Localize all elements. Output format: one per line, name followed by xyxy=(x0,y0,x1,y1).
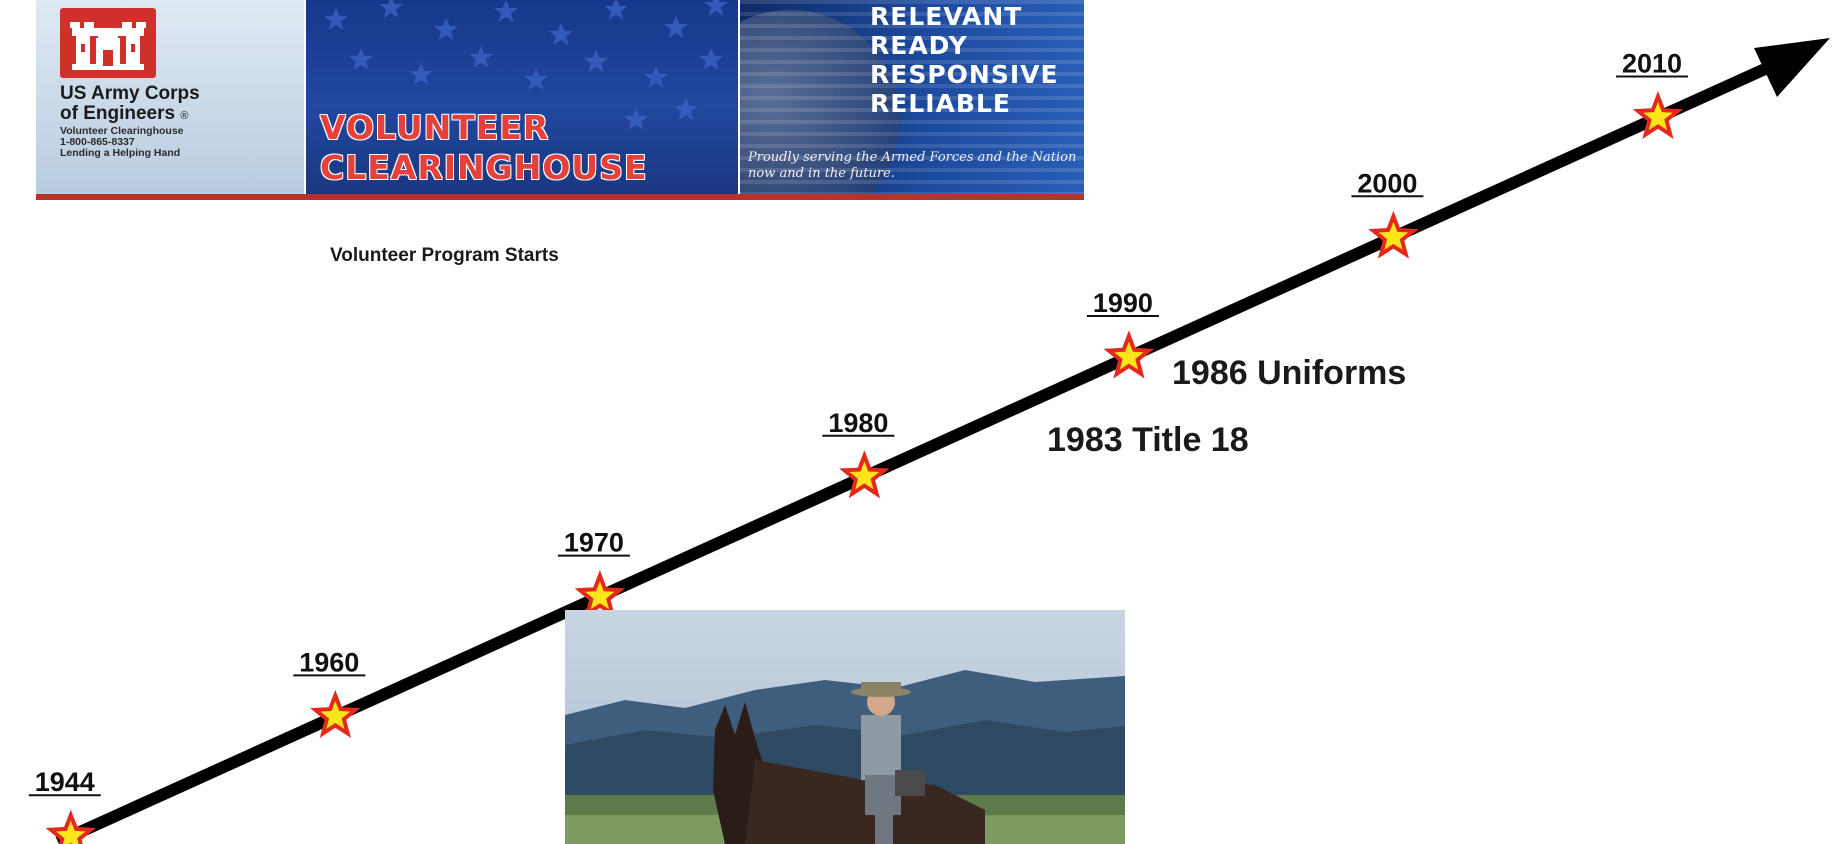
usace-logo-panel: US Army Corps of Engineers ® Volunteer C… xyxy=(36,0,304,194)
motto-reliable: RELIABLE xyxy=(870,89,1011,118)
note-program-start: Volunteer Program Starts xyxy=(330,245,559,266)
milestone-star-1960 xyxy=(310,689,361,738)
castle-icon xyxy=(60,8,156,78)
logo-tagline: Lending a Helping Hand xyxy=(60,147,181,159)
milestone-label-1960: 1960 xyxy=(299,647,359,677)
timeline-arrowhead xyxy=(1754,38,1830,97)
banner-title-line1: VOLUNTEER xyxy=(320,108,550,147)
motto-subtitle: Proudly serving the Armed Forces and the… xyxy=(748,150,1077,181)
motto-relevant: RELEVANT xyxy=(870,2,1023,31)
milestone-label-1970: 1970 xyxy=(564,528,624,558)
logo-phone: 1-800-865-8337 xyxy=(60,136,135,148)
note-uniforms: 1986 Uniforms xyxy=(1172,354,1407,392)
registered-mark: ® xyxy=(180,110,189,122)
globe-motto-panel: RELEVANT READY RESPONSIVE RELIABLE Proud… xyxy=(740,0,1084,194)
flag-stars-panel: VOLUNTEER CLEARINGHOUSE xyxy=(306,0,738,194)
milestone-star-1970 xyxy=(574,570,626,619)
ranger-on-mule-photo xyxy=(565,610,1125,844)
milestone-label-1980: 1980 xyxy=(828,408,888,438)
milestone-star-1944 xyxy=(45,809,97,844)
milestone-star-1990 xyxy=(1103,330,1155,379)
banner-underline xyxy=(36,194,1084,200)
milestone-star-2000 xyxy=(1368,210,1419,259)
note-title18: 1983 Title 18 xyxy=(1047,421,1249,459)
logo-org-line2: of Engineers ® xyxy=(60,103,189,124)
logo-text: US Army Corps of Engineers ® Volunteer C… xyxy=(60,84,200,159)
milestone-label-2000: 2000 xyxy=(1357,168,1417,198)
milestone-star-1980 xyxy=(839,450,890,499)
banner-title-line2: CLEARINGHOUSE xyxy=(320,148,648,187)
motto-list: RELEVANT READY RESPONSIVE RELIABLE xyxy=(870,2,1059,118)
milestone-star-2010 xyxy=(1632,90,1684,140)
volunteer-clearinghouse-banner: US Army Corps of Engineers ® Volunteer C… xyxy=(36,0,1084,200)
milestone-label-1944: 1944 xyxy=(35,767,95,797)
motto-ready: READY xyxy=(870,31,968,60)
motto-responsive: RESPONSIVE xyxy=(870,60,1059,89)
logo-org-line1: US Army Corps xyxy=(60,83,200,104)
logo-program: Volunteer Clearinghouse xyxy=(60,125,184,137)
milestone-label-2010: 2010 xyxy=(1622,49,1682,79)
banner-stripes xyxy=(740,0,1084,194)
milestone-label-1990: 1990 xyxy=(1093,288,1153,318)
